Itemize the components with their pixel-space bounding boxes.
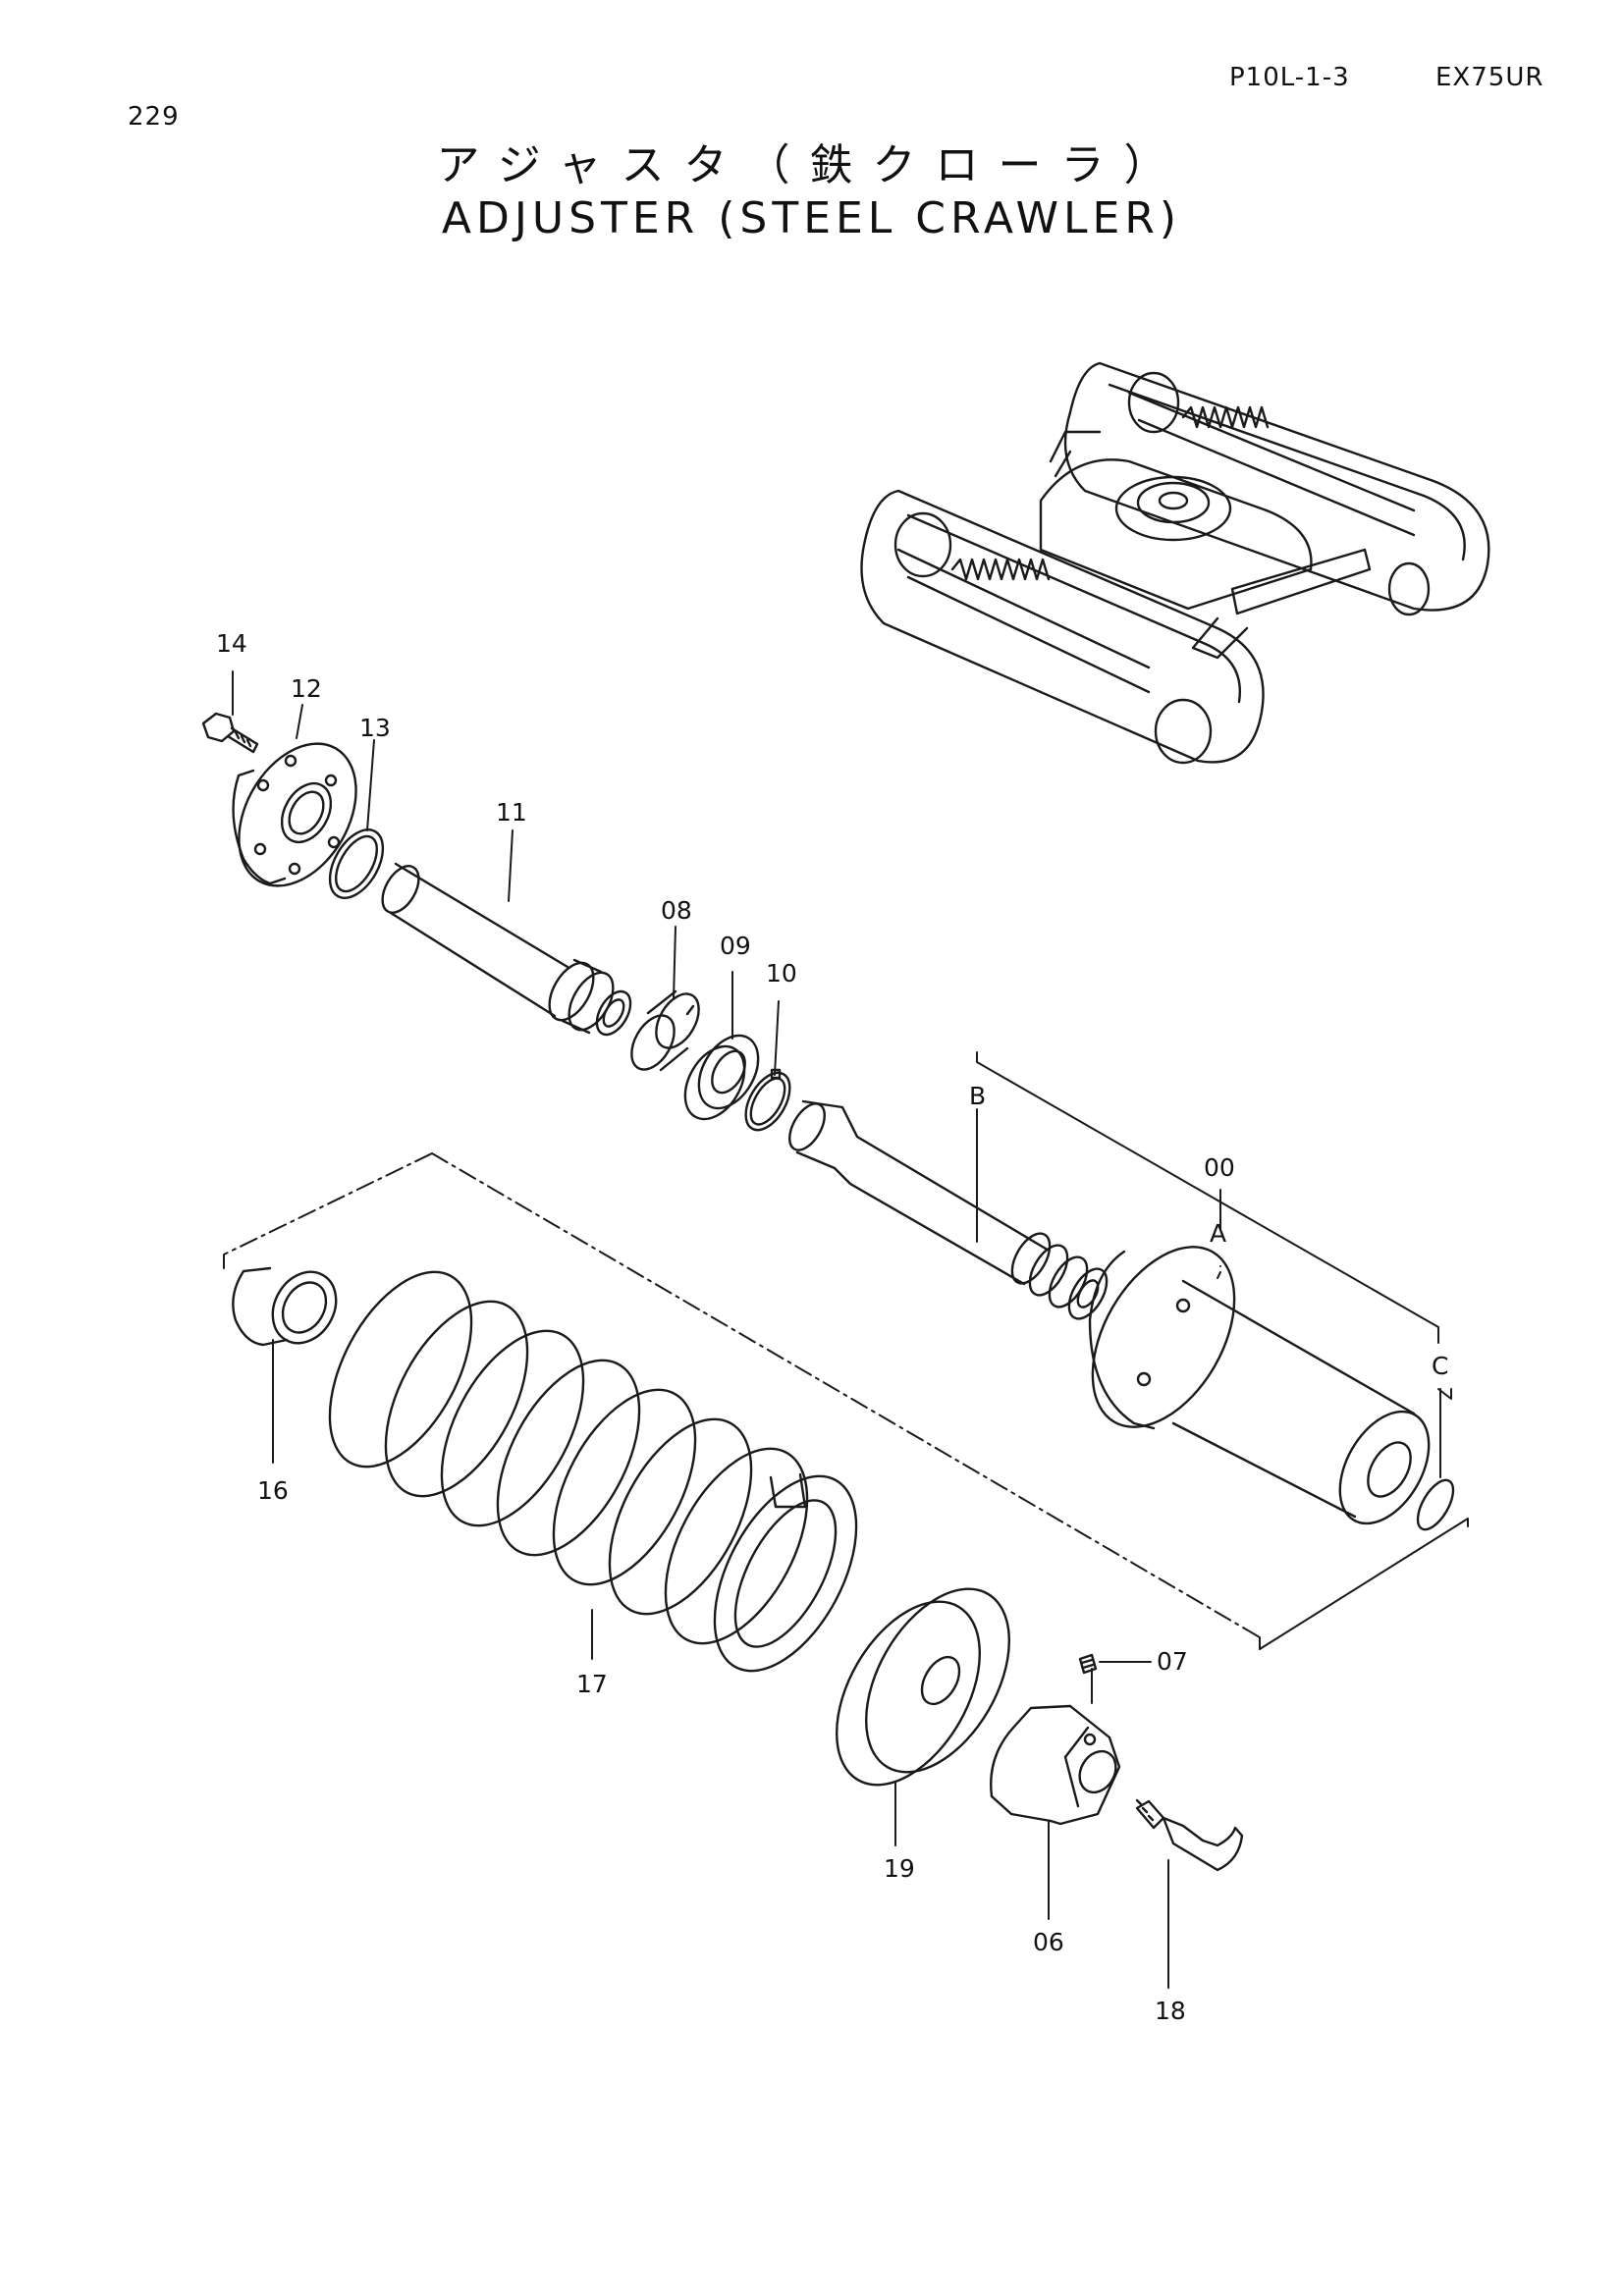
callout-a: A (1210, 1219, 1226, 1248)
part-17-coil-spring (328, 1270, 858, 1673)
callout-07: 07 (1157, 1647, 1188, 1676)
part-19-spring-seat (835, 1587, 1011, 1787)
title-english: ADJUSTER (STEEL CRAWLER) (441, 193, 1182, 243)
part-12-flange-plate (232, 742, 357, 887)
callout-18: 18 (1155, 1997, 1186, 2025)
undercarriage-inset-illustration (860, 361, 1490, 765)
callout-08: 08 (661, 896, 692, 925)
callout-17: 17 (576, 1670, 608, 1698)
part-09-seal (683, 1034, 760, 1121)
title-japanese: アジャスタ（鉄クローラ） (436, 140, 1187, 190)
page-number: 229 (128, 102, 180, 132)
part-18-elbow-fitting (1135, 1798, 1244, 1872)
part-11-cylinder-tube (381, 862, 632, 1037)
callout-00: 00 (1204, 1153, 1235, 1182)
callout-09: 09 (720, 932, 751, 960)
part-10-snap-ring (744, 1068, 791, 1132)
callout-16: 16 (257, 1476, 289, 1505)
part-a-yoke (1088, 1246, 1431, 1525)
callout-06: 06 (1033, 1928, 1064, 1956)
part-06-adapter-nut (990, 1704, 1121, 1826)
assembly-outline (223, 1051, 1469, 1650)
part-c-o-ring (1416, 1478, 1455, 1531)
part-08-split-bushing (630, 989, 700, 1072)
callout-14: 14 (216, 629, 247, 658)
callout-13: 13 (359, 714, 391, 742)
callout-leaders (232, 670, 1441, 1989)
part-07-grease-fitting (1078, 1653, 1098, 1675)
part-13-o-ring (328, 828, 385, 899)
callout-b: B (969, 1082, 986, 1110)
part-b-piston-rod (788, 1099, 1109, 1320)
callout-12: 12 (291, 674, 322, 703)
callout-c: C (1432, 1352, 1448, 1380)
callout-19: 19 (884, 1854, 915, 1883)
callout-11: 11 (496, 798, 527, 827)
callout-10: 10 (766, 959, 797, 988)
model-code: EX75UR (1435, 63, 1544, 92)
part-14-bolt (201, 712, 259, 754)
part-code: P10L-1-3 (1229, 63, 1350, 92)
part-16-spacer-tube (232, 1266, 338, 1347)
